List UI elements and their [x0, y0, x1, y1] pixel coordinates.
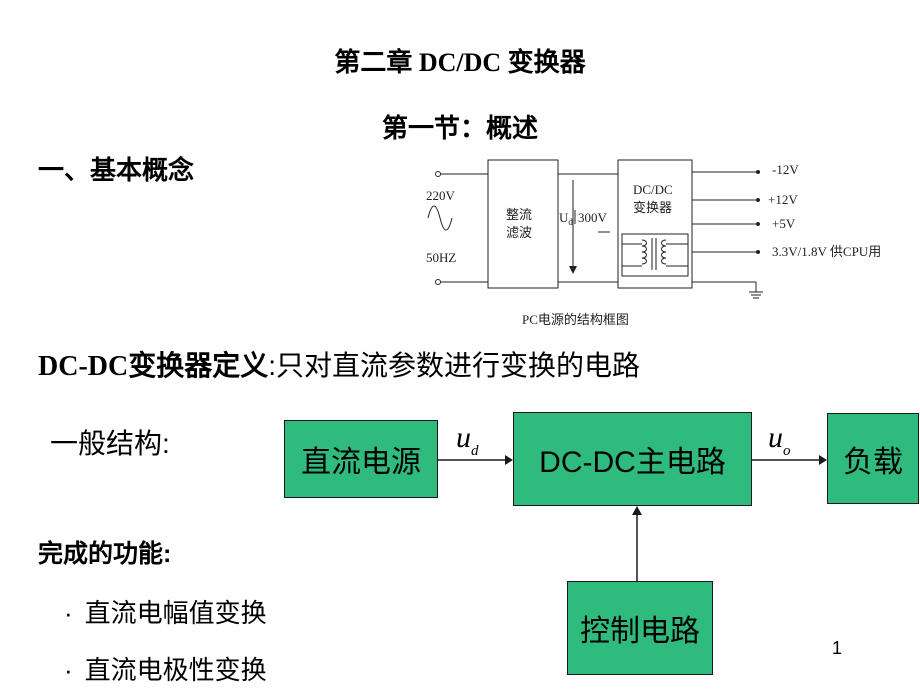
input-voltage-label: 220V — [426, 188, 456, 203]
bullet-text: 直流电幅值变换 — [84, 598, 267, 628]
rectifier-label-2: 滤波 — [506, 225, 532, 240]
figure-caption: PC电源的结构框图 — [522, 312, 629, 327]
bullet-item: · 直流电幅值变换 — [64, 593, 267, 630]
slide-title: 第二章 DC/DC 变换器 — [334, 48, 586, 77]
page-number: 1 — [832, 638, 843, 658]
definition-text: :只对直流参数进行变换的电路 — [268, 350, 640, 381]
load-box: 负载 — [827, 413, 919, 504]
dc-voltage-label: 300V — [578, 210, 608, 225]
definition-term: DC-DC变换器定义 — [38, 351, 269, 382]
definition-line: DC-DC变换器定义:只对直流参数进行变换的电路 — [38, 344, 640, 384]
structure-label: 一般结构: — [50, 428, 170, 459]
input-signal-label: ud — [456, 421, 479, 459]
section-title: 第一节：概述 — [381, 114, 538, 143]
control-circuit-box: 控制电路 — [567, 581, 713, 675]
heading-basic-concepts: 一、基本概念 — [38, 156, 195, 185]
functions-heading: 完成的功能: — [38, 540, 172, 568]
output-label-neg12: -12V — [772, 162, 799, 177]
output-label-cpu: 3.3V/1.8V 供CPU用 — [772, 244, 881, 259]
dc-source-box: 直流电源 — [284, 420, 438, 498]
output-label-pos5: +5V — [772, 216, 796, 231]
bullet-mark: · — [64, 598, 73, 628]
output-signal-label: uo — [768, 421, 791, 459]
bullet-text: 直流电极性变换 — [84, 655, 267, 685]
converter-label-2: 变换器 — [633, 200, 672, 215]
dc-dc-main-circuit-box: DC-DC主电路 — [513, 412, 752, 506]
pc-power-figure: 220V 50HZ 整流 滤波 Ud 300V DC/DC 变换器 -12V +… — [426, 159, 881, 327]
bullet-item: · 直流电极性变换 — [64, 650, 267, 687]
rectifier-label-1: 整流 — [506, 207, 532, 222]
converter-label-1: DC/DC — [633, 182, 673, 197]
output-label-pos12: +12V — [768, 192, 798, 207]
input-frequency-label: 50HZ — [426, 250, 456, 265]
bullet-mark: · — [64, 655, 73, 685]
